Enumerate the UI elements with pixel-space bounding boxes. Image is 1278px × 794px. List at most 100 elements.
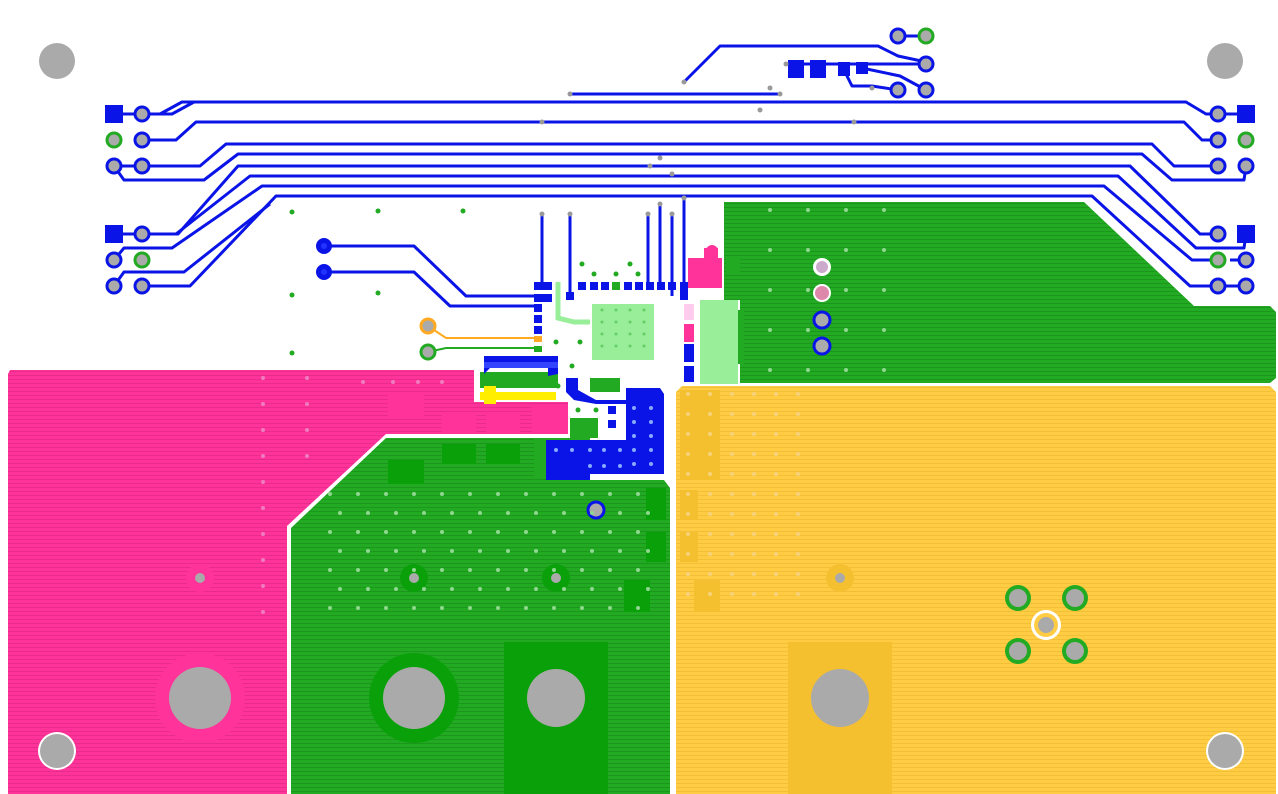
via xyxy=(752,532,756,536)
via xyxy=(708,592,712,596)
via xyxy=(478,549,482,553)
via xyxy=(468,492,472,496)
via xyxy=(539,119,545,125)
via xyxy=(562,511,566,515)
via xyxy=(752,592,756,596)
via xyxy=(468,568,472,572)
via xyxy=(580,568,584,572)
via xyxy=(686,432,690,436)
via xyxy=(384,568,388,572)
via xyxy=(768,328,772,332)
via xyxy=(752,472,756,476)
via xyxy=(569,363,575,369)
via xyxy=(328,492,332,496)
via xyxy=(752,572,756,576)
via xyxy=(632,448,636,452)
via xyxy=(261,558,265,562)
via xyxy=(632,406,636,410)
via xyxy=(534,549,538,553)
via xyxy=(366,549,370,553)
via xyxy=(730,412,734,416)
via xyxy=(768,368,772,372)
via xyxy=(552,606,556,610)
via xyxy=(768,288,772,292)
via xyxy=(552,568,556,572)
via xyxy=(614,332,618,336)
via xyxy=(686,512,690,516)
via xyxy=(618,549,622,553)
via xyxy=(305,428,309,432)
via xyxy=(796,572,800,576)
via xyxy=(796,472,800,476)
via xyxy=(608,568,612,572)
via xyxy=(361,380,365,384)
via xyxy=(730,552,734,556)
via xyxy=(608,606,612,610)
via xyxy=(657,201,663,207)
via xyxy=(261,454,265,458)
via xyxy=(686,552,690,556)
via xyxy=(796,532,800,536)
via xyxy=(496,530,500,534)
via xyxy=(468,530,472,534)
pour-pink xyxy=(8,370,568,794)
via xyxy=(730,532,734,536)
via xyxy=(261,610,265,614)
via xyxy=(580,530,584,534)
via xyxy=(636,568,640,572)
via xyxy=(562,587,566,591)
via xyxy=(580,606,584,610)
via xyxy=(796,432,800,436)
via xyxy=(450,511,454,515)
via xyxy=(686,592,690,596)
via xyxy=(636,492,640,496)
via xyxy=(261,532,265,536)
via xyxy=(416,380,420,384)
via xyxy=(506,587,510,591)
via xyxy=(440,530,444,534)
via xyxy=(590,587,594,591)
via xyxy=(628,320,632,324)
via xyxy=(552,530,556,534)
via xyxy=(289,292,295,298)
via xyxy=(632,420,636,424)
via xyxy=(539,211,545,217)
via xyxy=(632,462,636,466)
via xyxy=(686,532,690,536)
via xyxy=(524,530,528,534)
pour-blue-center xyxy=(546,378,664,480)
via xyxy=(730,452,734,456)
via xyxy=(524,492,528,496)
via xyxy=(649,420,653,424)
via xyxy=(686,452,690,456)
via xyxy=(608,492,612,496)
via xyxy=(636,606,640,610)
via xyxy=(614,344,618,348)
via xyxy=(460,208,466,214)
terminal-holes xyxy=(155,564,869,743)
via xyxy=(708,492,712,496)
via xyxy=(534,587,538,591)
via xyxy=(618,448,622,452)
via xyxy=(806,208,810,212)
via xyxy=(806,368,810,372)
via xyxy=(468,606,472,610)
pour-green-bottom xyxy=(291,438,670,794)
via xyxy=(356,606,360,610)
via xyxy=(730,472,734,476)
via xyxy=(681,79,687,85)
via xyxy=(796,552,800,556)
via xyxy=(289,350,295,356)
via xyxy=(882,368,886,372)
via xyxy=(730,492,734,496)
via xyxy=(777,91,783,97)
via xyxy=(440,380,444,384)
via xyxy=(394,587,398,591)
via xyxy=(645,211,651,217)
via xyxy=(774,452,778,456)
via xyxy=(628,332,632,336)
pour-yellow xyxy=(676,386,1276,794)
via xyxy=(614,308,618,312)
via xyxy=(869,85,875,91)
